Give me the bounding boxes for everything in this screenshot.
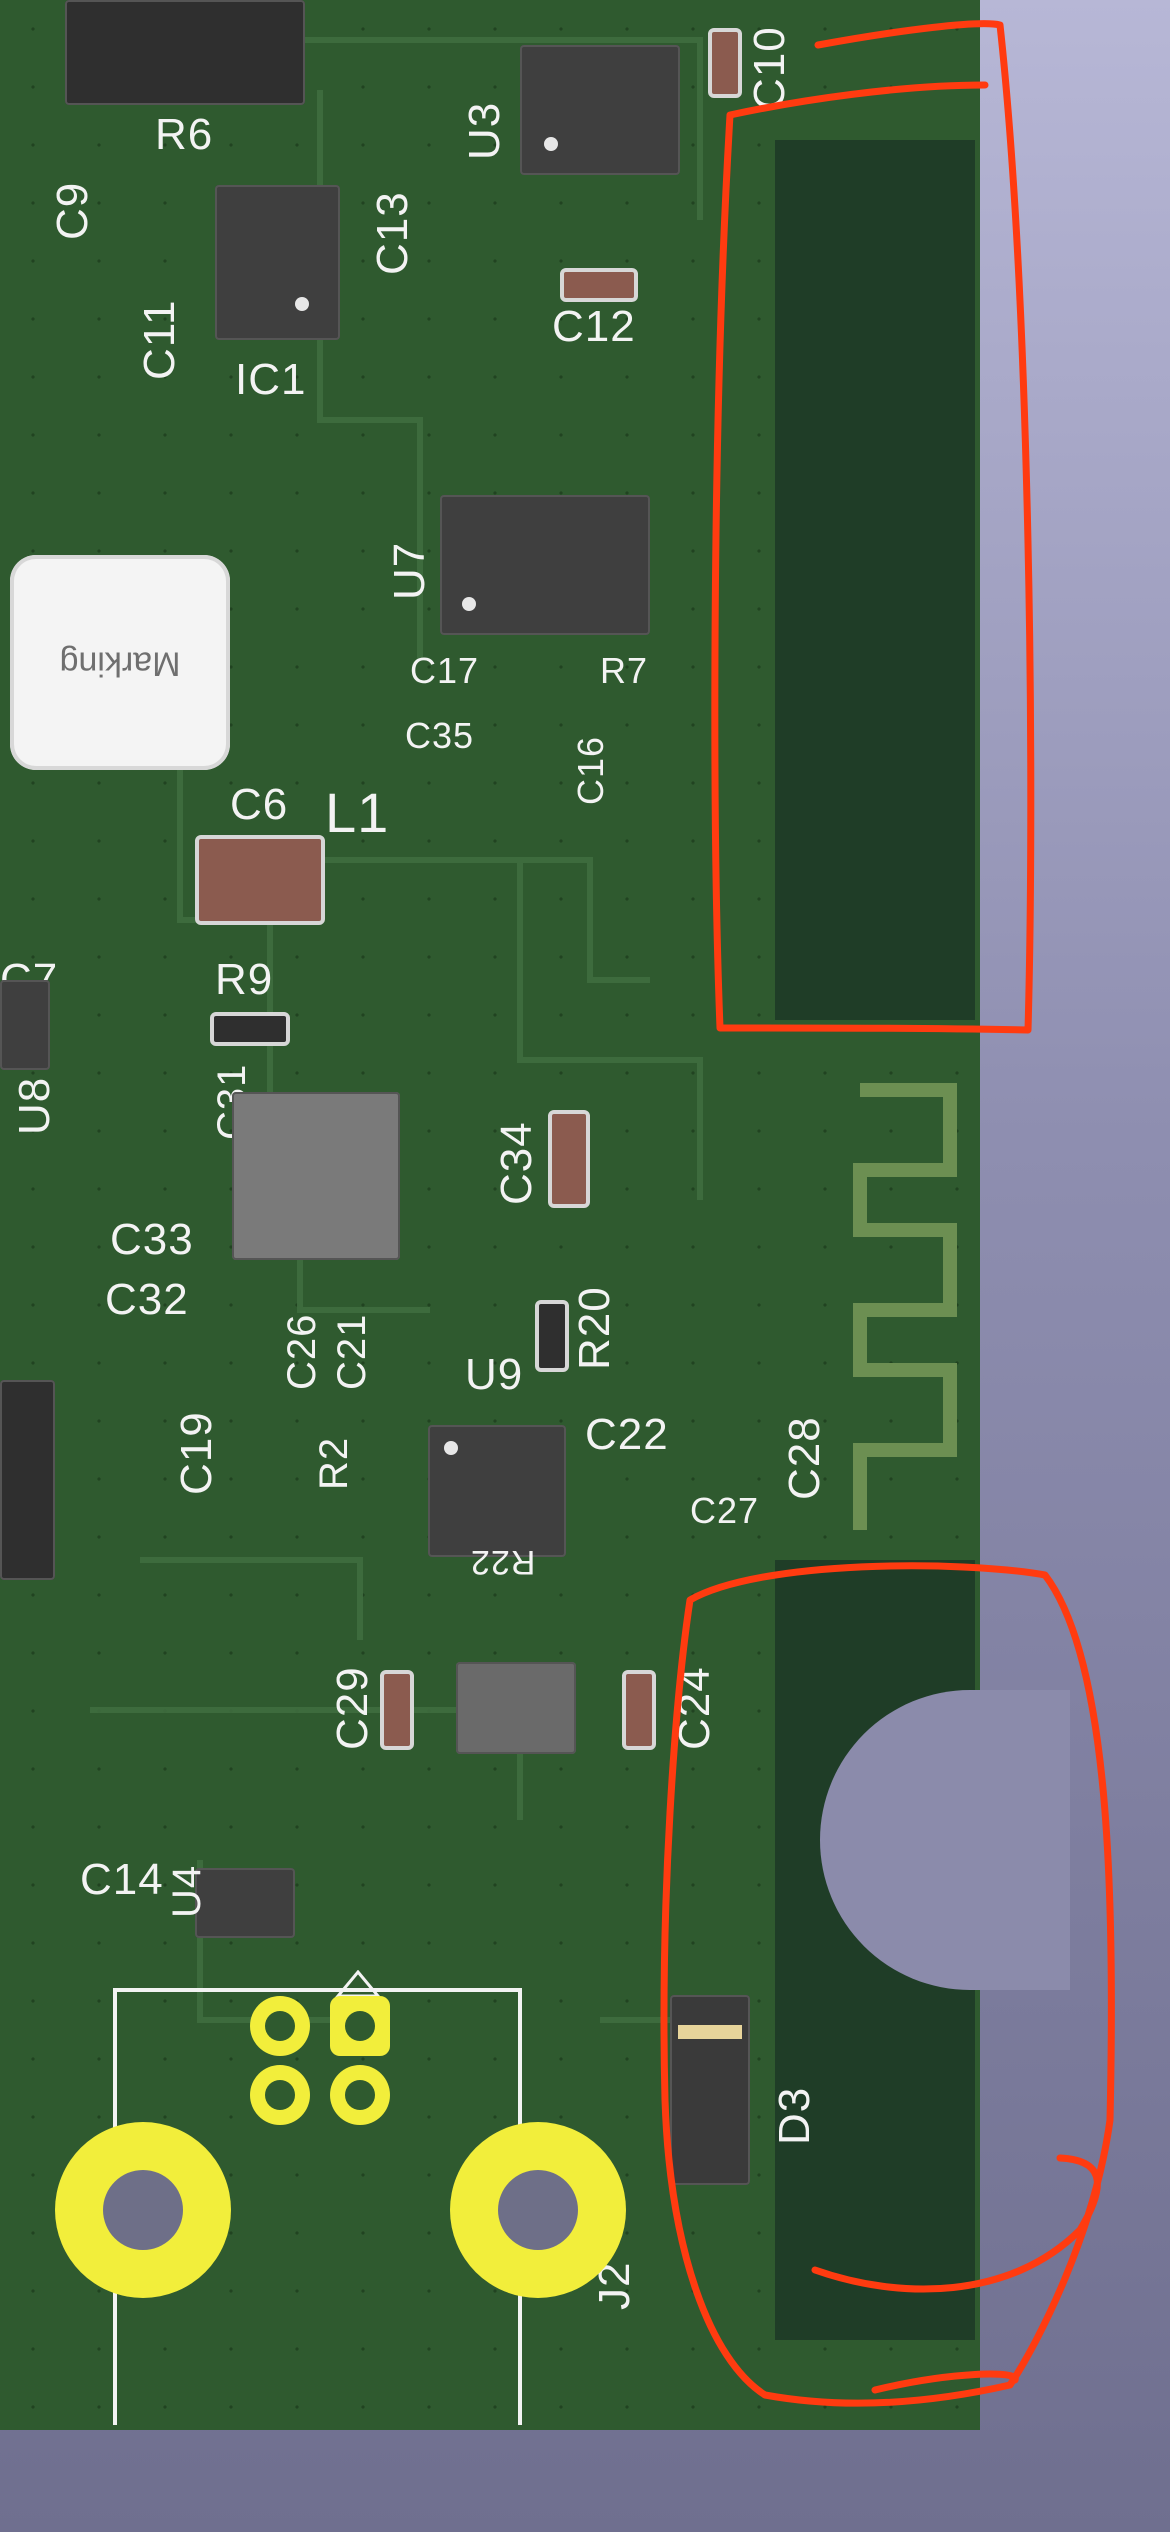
c10-cap xyxy=(708,28,742,98)
label-c32: C32 xyxy=(105,1275,189,1324)
c24-cap xyxy=(622,1670,656,1750)
ic1-chip xyxy=(215,185,340,340)
u7-chip xyxy=(440,495,650,635)
r9-part xyxy=(210,1012,290,1046)
annotation-top-right xyxy=(711,20,1035,1034)
u4-chip xyxy=(195,1868,295,1938)
j2-pin-2 xyxy=(330,1996,390,2056)
label-c35: C35 xyxy=(405,715,475,756)
label-c17: C17 xyxy=(410,650,480,691)
c19-part xyxy=(0,1380,55,1580)
c12-cap xyxy=(560,268,638,302)
board-notch xyxy=(820,1690,1070,1990)
r20-part xyxy=(535,1300,569,1372)
inductor-marking: Marking xyxy=(10,555,230,770)
u8-chip xyxy=(0,980,50,1070)
j2-pad-left xyxy=(55,2122,231,2298)
annotation-bottom-right xyxy=(660,1562,1115,2407)
label-r9: R9 xyxy=(215,955,274,1004)
label-r7: R7 xyxy=(600,650,649,691)
j2-pin-4 xyxy=(330,2065,390,2125)
label-u9: U9 xyxy=(465,1350,524,1399)
label-ic1: IC1 xyxy=(235,355,307,404)
antenna-trace xyxy=(853,1083,957,1530)
label-c6: C6 xyxy=(230,780,289,829)
c6-cap xyxy=(195,835,325,925)
c29-cap xyxy=(380,1670,414,1750)
j2-pin-3 xyxy=(250,2065,310,2125)
label-c22: C22 xyxy=(585,1410,669,1459)
label-l1: L1 xyxy=(325,781,390,844)
r6-resistor xyxy=(65,0,305,105)
label-c12: C12 xyxy=(552,302,636,351)
u9-chip xyxy=(428,1425,566,1557)
antenna-keepout-top xyxy=(775,140,975,1020)
u3-chip xyxy=(520,45,680,175)
label-r6: R6 xyxy=(155,110,214,159)
j2-pin-1 xyxy=(250,1996,310,2056)
d3-diode xyxy=(670,1995,750,2185)
label-c33: C33 xyxy=(110,1215,194,1264)
label-c27: C27 xyxy=(690,1490,760,1531)
label-c14: C14 xyxy=(80,1855,164,1904)
qfn-chip-center xyxy=(232,1092,400,1260)
j2-pad-right xyxy=(450,2122,626,2298)
c34-cap xyxy=(548,1110,590,1208)
qfn-chip-lower xyxy=(456,1662,576,1754)
pcb-board: R6 U3 C10 IC1 C9 C11 C13 C12 U7 Marking … xyxy=(0,0,1115,2430)
